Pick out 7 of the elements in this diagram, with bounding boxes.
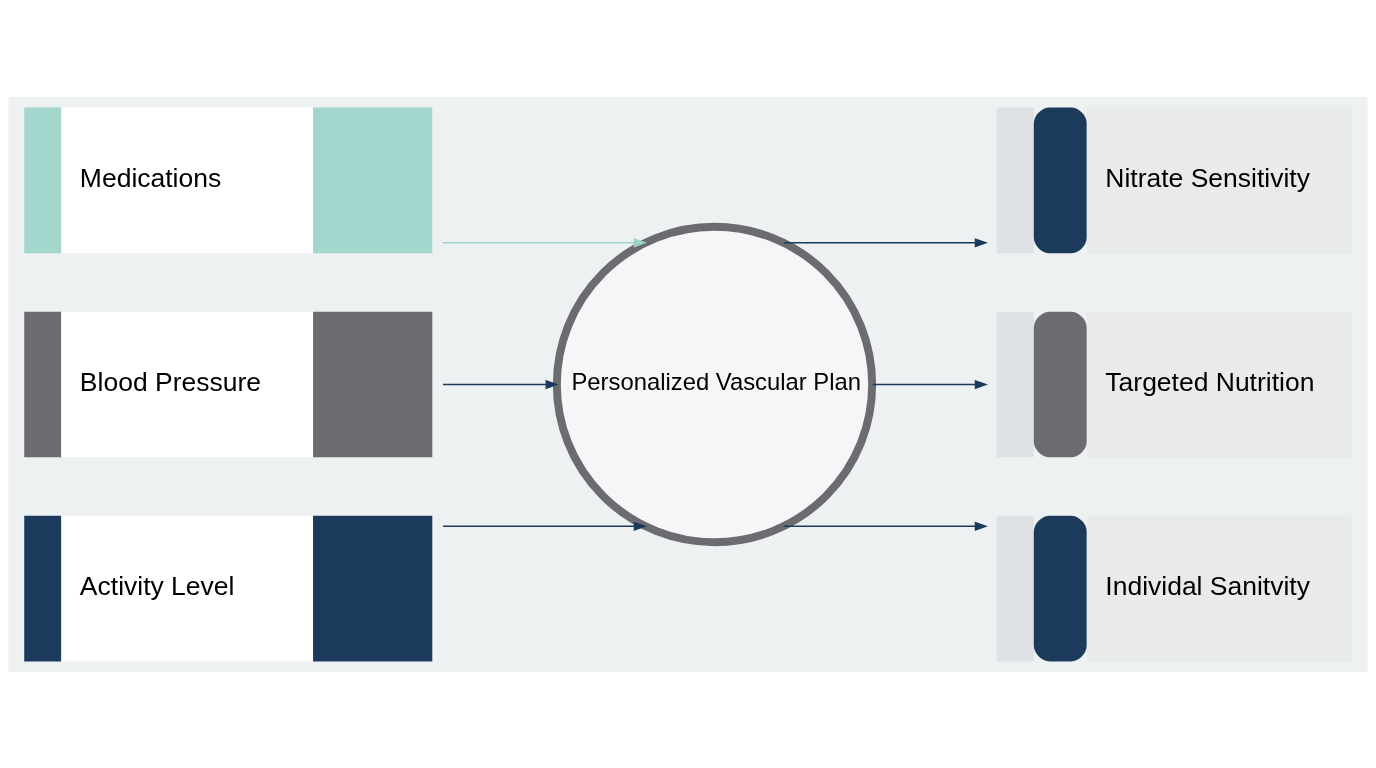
arrow (442, 379, 559, 389)
arrow (442, 237, 647, 247)
arrow (442, 521, 647, 531)
arrow (783, 521, 988, 531)
node-circle: Personalized Vascular Plan (552, 222, 877, 546)
arrow (872, 379, 988, 389)
arrow (783, 237, 988, 247)
